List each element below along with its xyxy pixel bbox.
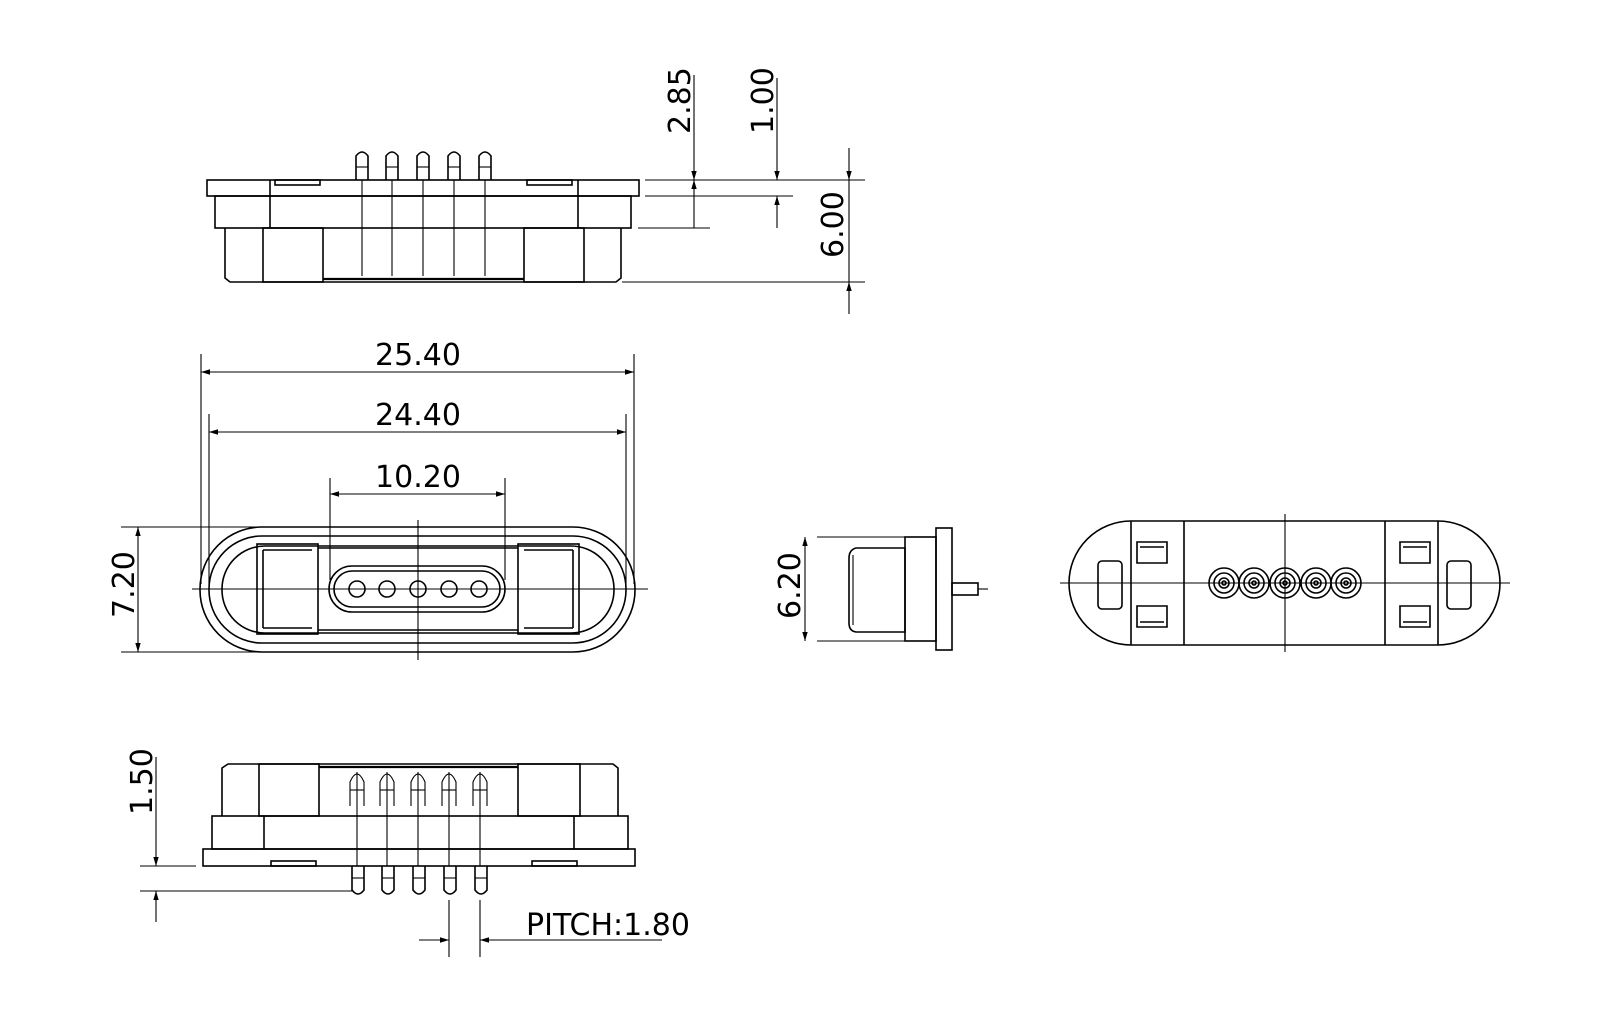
dim-6-00-label: 6.00 [816,191,851,258]
dim-1-50: 1.50 [125,748,160,922]
side-view-bottom: 1.50 PITCH:1.80 [125,748,690,957]
dim-7-20: 7.20 [107,527,142,652]
dim-2-85-label: 2.85 [663,67,698,134]
dim-1-00: 1.00 [746,67,781,228]
dim-24-40-label: 24.40 [375,398,461,433]
end-view: 6.20 [773,527,988,651]
rear-view [1060,514,1510,652]
side-view-top-pins [355,151,492,276]
dim-24-40: 24.40 [209,398,626,435]
dim-25-40: 25.40 [201,338,634,375]
dim-6-00: 6.00 [816,148,852,314]
dim-1-00-label: 1.00 [746,67,781,134]
dim-pitch: PITCH:1.80 [419,908,690,943]
side-view-top: 2.85 1.00 6.00 [206,67,865,314]
dim-pitch-label: PITCH:1.80 [526,908,690,943]
dim-25-40-label: 25.40 [375,338,461,373]
dim-7-20-label: 7.20 [107,551,142,618]
side-view-bottom-pins [349,772,488,895]
dim-2-85: 2.85 [663,67,698,228]
dim-1-50-label: 1.50 [125,748,160,815]
dim-10-20: 10.20 [330,460,505,497]
front-view: 25.40 24.40 10.20 7.20 [107,338,648,660]
dim-6-20: 6.20 [773,537,808,641]
dim-10-20-label: 10.20 [375,460,461,495]
dim-6-20-label: 6.20 [773,552,808,619]
